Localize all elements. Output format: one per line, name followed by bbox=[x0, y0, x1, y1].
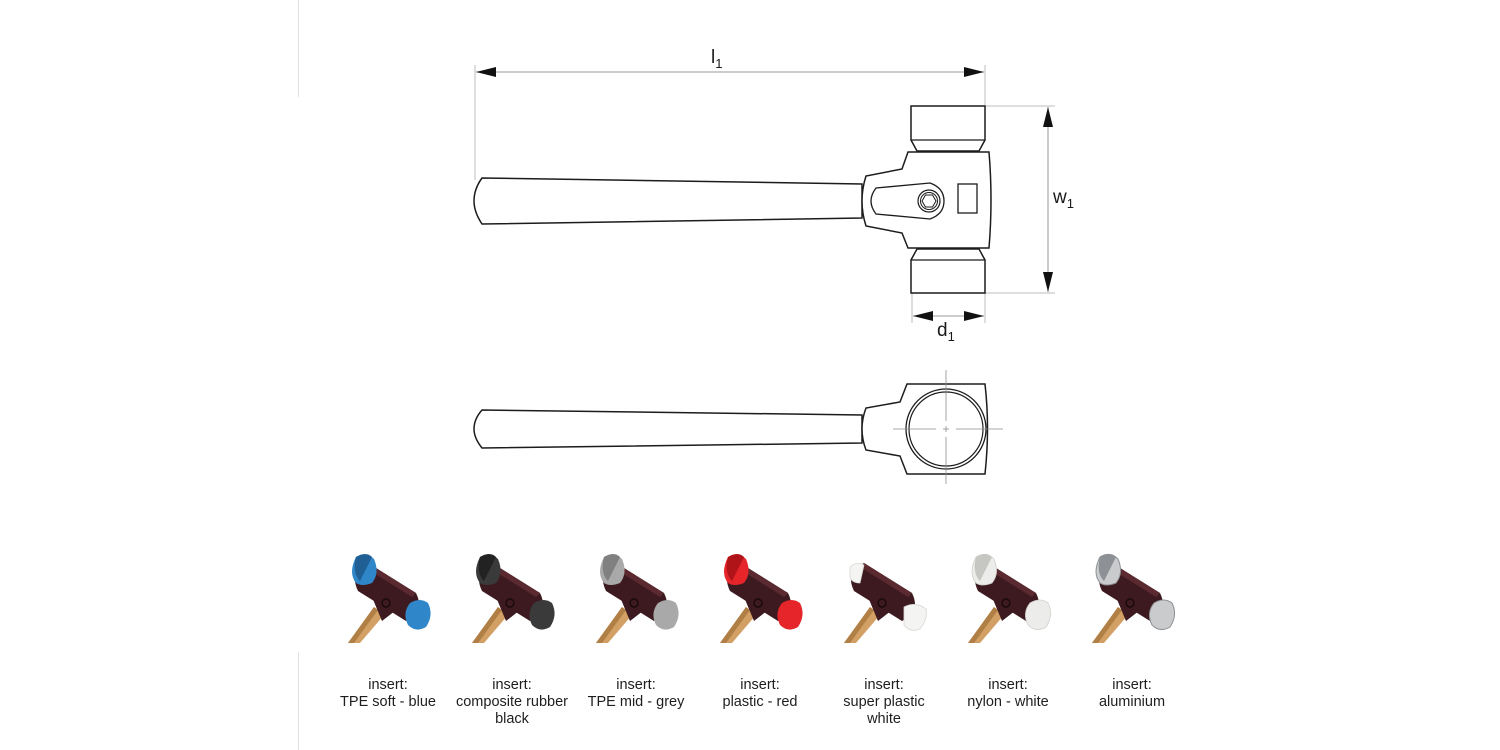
variant-plastic-red: insert: plastic - red bbox=[698, 545, 822, 728]
dimension-l1: l1 bbox=[476, 47, 984, 77]
hammer-super-plastic-white-icon bbox=[844, 563, 927, 643]
hammer-blue-icon bbox=[348, 554, 431, 643]
variant-super-plastic-white: insert: super plastic white bbox=[822, 545, 946, 728]
hammer-aluminium-icon bbox=[1092, 553, 1176, 643]
variant-caption: insert: aluminium bbox=[1098, 677, 1166, 710]
hammer-black-icon bbox=[472, 554, 555, 643]
dimension-l1-label: l1 bbox=[711, 47, 722, 71]
variant-nylon-white: insert: nylon - white bbox=[946, 545, 1070, 728]
handle-outline-top bbox=[473, 409, 863, 449]
variant-composite-rubber-black: insert: composite rubber black bbox=[450, 545, 574, 728]
hammer-grey-icon bbox=[596, 554, 679, 643]
front-view: l1 w1 d1 bbox=[473, 47, 1074, 344]
variant-caption: insert: composite rubber black bbox=[455, 677, 569, 727]
variant-caption: insert: super plastic white bbox=[843, 677, 925, 727]
top-view bbox=[473, 370, 1003, 484]
variant-caption: insert: plastic - red bbox=[722, 677, 798, 710]
left-divider-bottom bbox=[298, 652, 299, 750]
variant-caption: insert: TPE soft - blue bbox=[340, 677, 436, 710]
hammer-nylon-white-icon bbox=[968, 554, 1051, 643]
variant-tpe-mid-grey: insert: TPE mid - grey bbox=[574, 545, 698, 728]
dimension-d1: d1 bbox=[913, 311, 984, 344]
variant-caption: insert: nylon - white bbox=[967, 677, 1049, 710]
dimension-d1-label: d1 bbox=[937, 320, 955, 344]
variant-aluminium: insert: aluminium bbox=[1070, 545, 1194, 728]
technical-drawing: l1 w1 d1 bbox=[473, 47, 1074, 484]
handle-outline bbox=[473, 177, 863, 225]
dimension-w1: w1 bbox=[1043, 107, 1074, 292]
variant-caption: insert: TPE mid - grey bbox=[587, 677, 685, 710]
left-divider-top bbox=[298, 0, 299, 97]
hammer-red-icon bbox=[720, 554, 803, 643]
dimension-w1-label: w1 bbox=[1052, 187, 1074, 211]
variant-tpe-soft-blue: insert: TPE soft - blue bbox=[326, 545, 450, 728]
hex-screw-icon bbox=[917, 189, 941, 213]
insert-variants: insert: TPE soft - blue insert: composit… bbox=[326, 545, 1194, 728]
